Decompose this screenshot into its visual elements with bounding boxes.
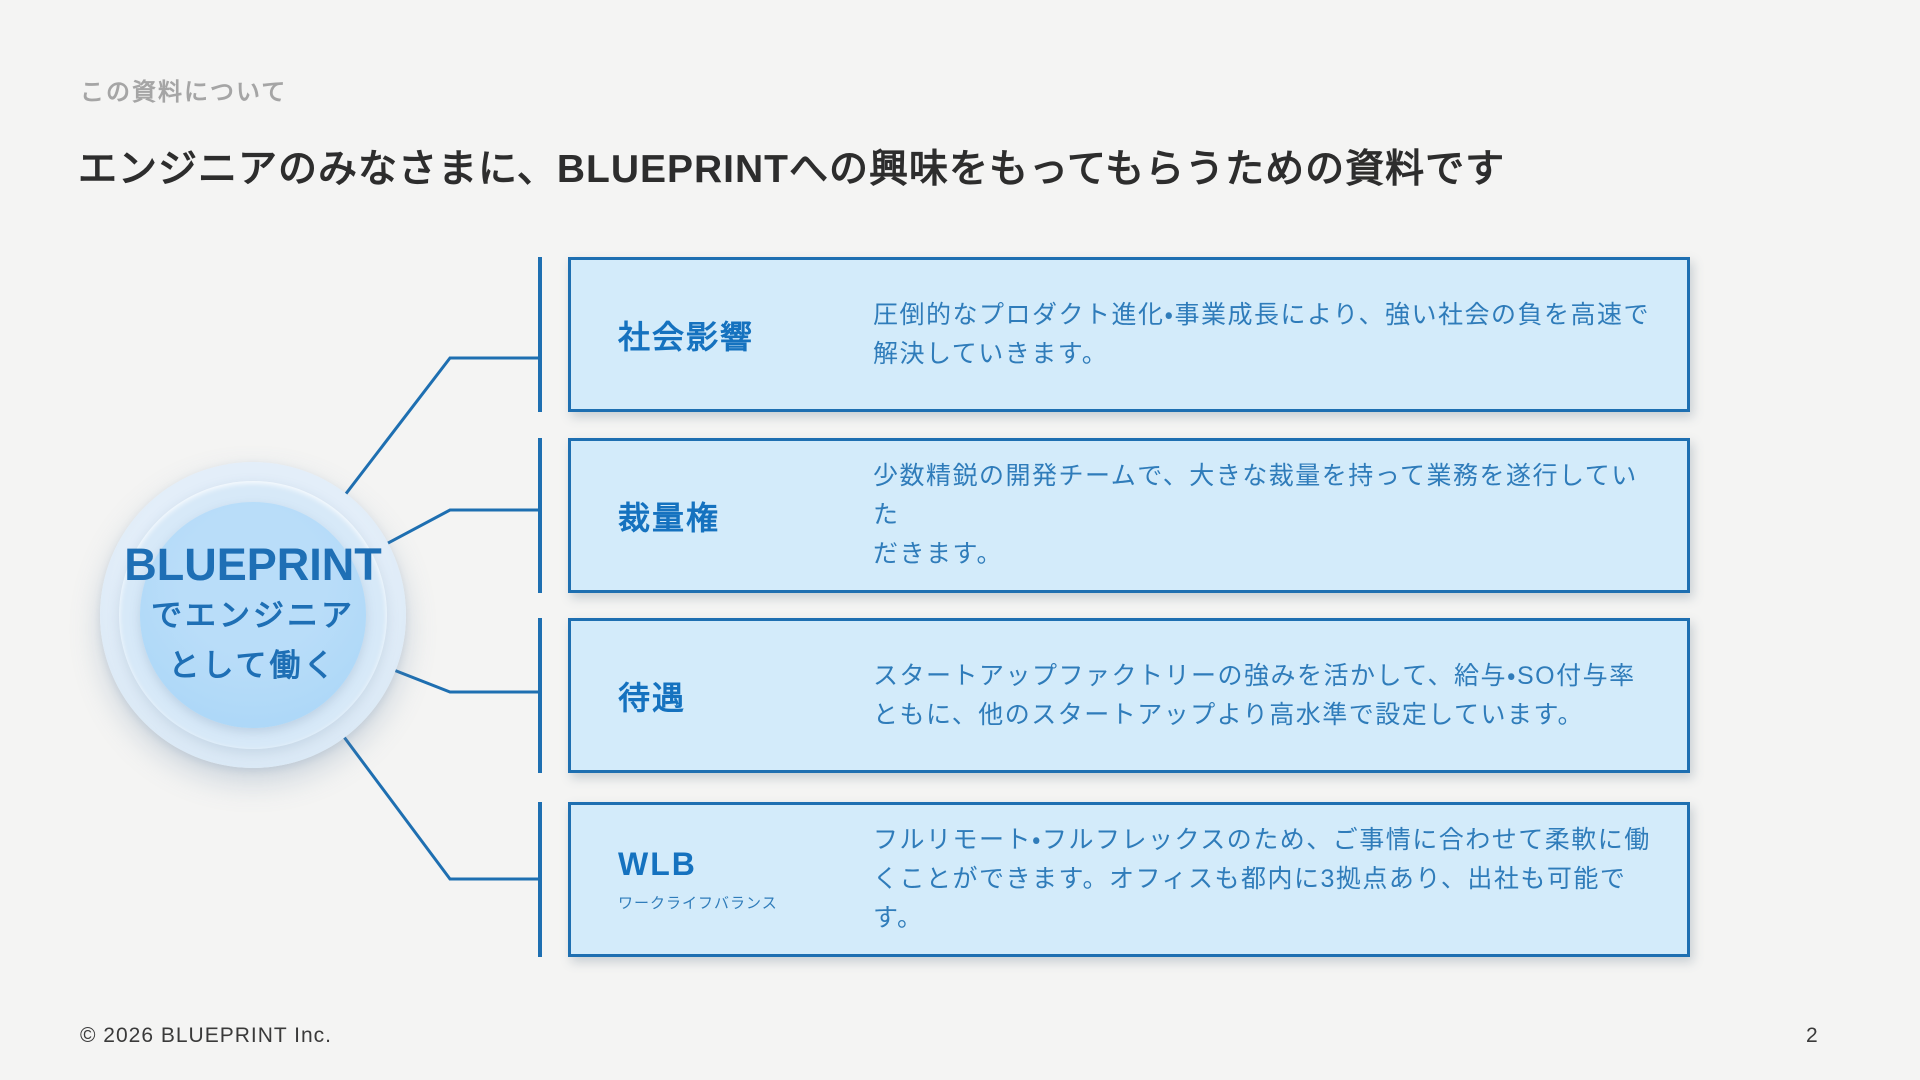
hub-subtitle-line2: として働く bbox=[168, 648, 338, 683]
hub-title: BLUEPRINT bbox=[124, 539, 382, 590]
card-compensation: 待遇 スタートアップファクトリーの強みを活かして、給与・SO付与率 ともに、他の… bbox=[568, 618, 1690, 773]
card-label: 社会影響 bbox=[618, 318, 755, 355]
card-accent-bar bbox=[538, 257, 542, 412]
card-description: 圧倒的なプロダクト進化・事業成長により、強い社会の負を高速で 解決していきます。 bbox=[873, 300, 1651, 368]
card-description: フルリモート・フルフレックスのため、ご事情に合わせて柔軟に働 くことができます。… bbox=[873, 826, 1651, 932]
card-label: 裁量権 bbox=[618, 499, 721, 536]
card-social-impact: 社会影響 圧倒的なプロダクト進化・事業成長により、強い社会の負を高速で 解決して… bbox=[568, 257, 1690, 412]
slide-title: エンジニアのみなさまに、BLUEPRINTへの興味をもってもらうための資料です bbox=[78, 148, 1506, 191]
hub-circle-core: BLUEPRINT でエンジニア として働く bbox=[124, 502, 382, 728]
card-accent-bar bbox=[538, 802, 542, 957]
card-label: WLB bbox=[618, 846, 697, 882]
hub-subtitle-line1: でエンジニア bbox=[151, 598, 355, 633]
page-number: 2 bbox=[1806, 1024, 1818, 1047]
card-description: 少数精鋭の開発チームで、大きな裁量を持って業務を遂行していた だきます。 bbox=[873, 462, 1638, 568]
slide-eyebrow: この資料について bbox=[80, 79, 288, 106]
footer-copyright: © 2026 BLUEPRINT Inc. bbox=[80, 1024, 333, 1047]
card-wlb: WLB ワークライフバランス フルリモート・フルフレックスのため、ご事情に合わせ… bbox=[568, 802, 1690, 957]
hub-circle: BLUEPRINT でエンジニア として働く bbox=[100, 462, 406, 768]
card-accent-bar bbox=[538, 438, 542, 593]
card-label: 待遇 bbox=[618, 679, 687, 716]
card-accent-bar bbox=[538, 618, 542, 773]
hub-circle-ring: BLUEPRINT でエンジニア として働く bbox=[119, 481, 387, 749]
card-description: スタートアップファクトリーの強みを活かして、給与・SO付与率 ともに、他のスター… bbox=[873, 661, 1636, 729]
card-sublabel: ワークライフバランス bbox=[618, 895, 778, 912]
card-discretion: 裁量権 少数精鋭の開発チームで、大きな裁量を持って業務を遂行していた だきます。 bbox=[568, 438, 1690, 593]
